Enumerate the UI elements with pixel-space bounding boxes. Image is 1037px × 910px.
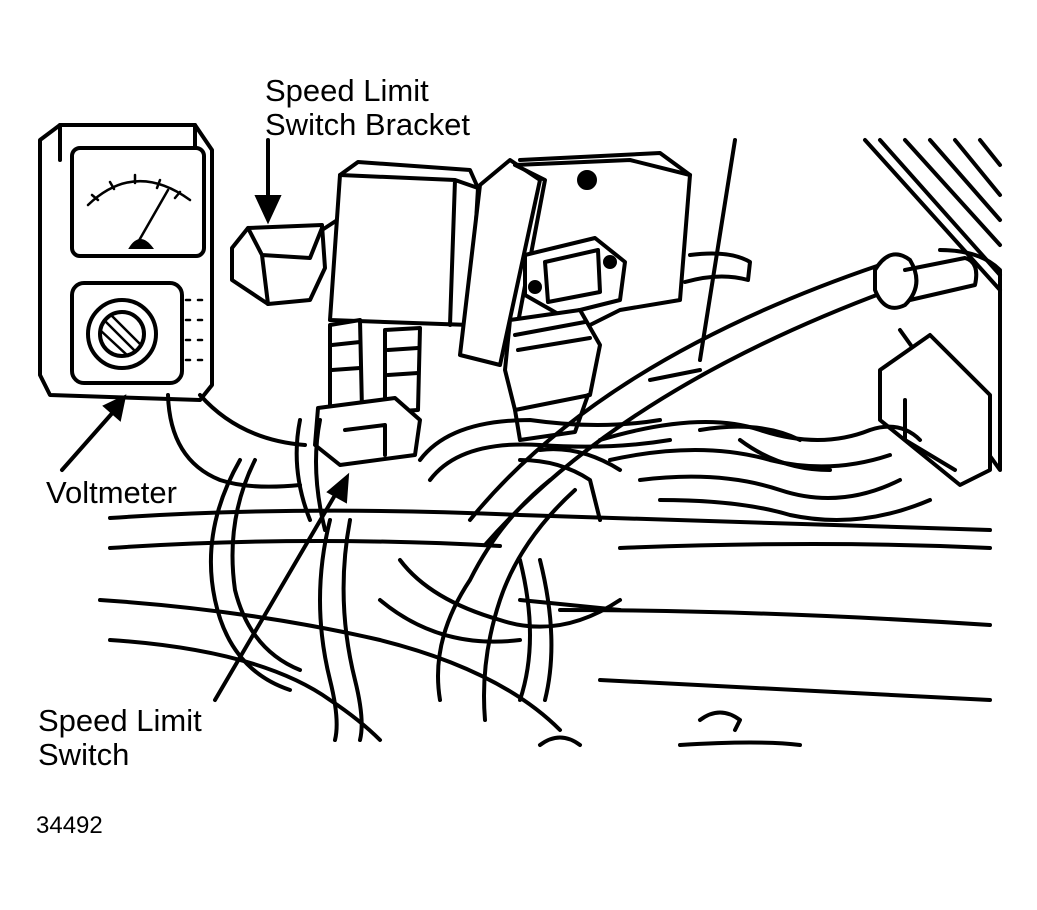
right-engine-component bbox=[863, 138, 1002, 487]
bracket-label-line1: Speed Limit bbox=[265, 73, 429, 108]
wiring-harness bbox=[208, 252, 979, 747]
figure-number-text: 34492 bbox=[36, 812, 103, 839]
speed-limit-switch-bracket-label: Speed Limit Switch Bracket bbox=[265, 74, 470, 142]
switch-label-line2: Switch bbox=[38, 737, 130, 772]
voltmeter-arrow bbox=[60, 394, 127, 472]
speed-limit-switch-assembly bbox=[328, 151, 752, 442]
voltmeter-device bbox=[38, 123, 307, 489]
voltmeter-label: Voltmeter bbox=[46, 476, 177, 510]
figure-number: 34492 bbox=[36, 812, 103, 840]
bracket-label-line2: Switch Bracket bbox=[265, 107, 471, 142]
switch-arrow bbox=[213, 472, 350, 702]
speed-limit-switch-bracket bbox=[230, 213, 347, 306]
switch-connector bbox=[294, 318, 422, 532]
bracket-arrow bbox=[254, 138, 282, 225]
voltmeter-label-text: Voltmeter bbox=[46, 475, 177, 510]
speed-limit-switch-label: Speed Limit Switch bbox=[38, 704, 202, 772]
switch-label-line1: Speed Limit bbox=[38, 703, 202, 738]
